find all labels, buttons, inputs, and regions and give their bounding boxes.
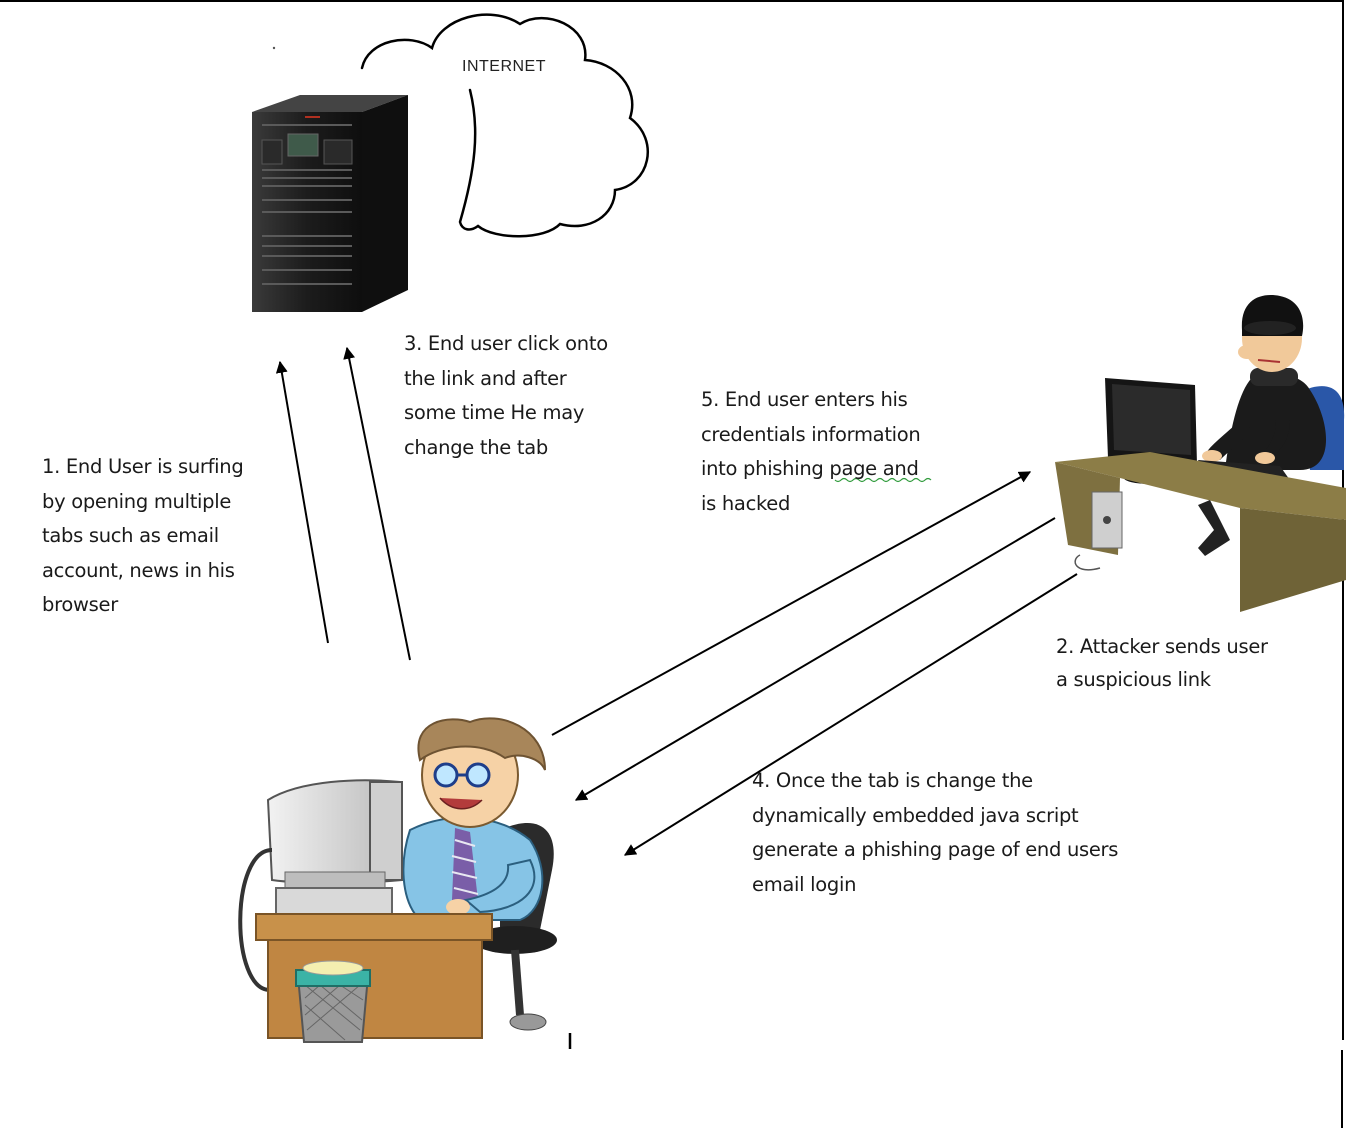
spellcheck-squiggle: [834, 477, 932, 483]
flow-arrows: [275, 346, 1078, 856]
internet-label: INTERNET: [462, 58, 546, 75]
arrow-step4: [623, 573, 1078, 856]
end-user-icon: [238, 717, 557, 1043]
server-icon: [252, 95, 408, 312]
arrow-step2: [574, 517, 1056, 801]
arrow-step5: [551, 471, 1032, 736]
stray-dot: [272, 46, 276, 50]
internet-cloud: [360, 13, 649, 238]
step-1-text: 1. End User is surfing by opening multip…: [42, 455, 244, 616]
arrow-step3: [343, 346, 411, 661]
step-4-text: 4. Once the tab is change the dynamicall…: [752, 769, 1119, 896]
arrow-step1: [275, 360, 329, 644]
attacker-icon: [1055, 295, 1346, 612]
step-3-text: 3. End user click onto the link and afte…: [404, 332, 608, 459]
step-5-text: 5. End user enters his credentials infor…: [701, 388, 921, 515]
step-2-text: 2. Attacker sends user a suspicious link: [1056, 635, 1268, 691]
